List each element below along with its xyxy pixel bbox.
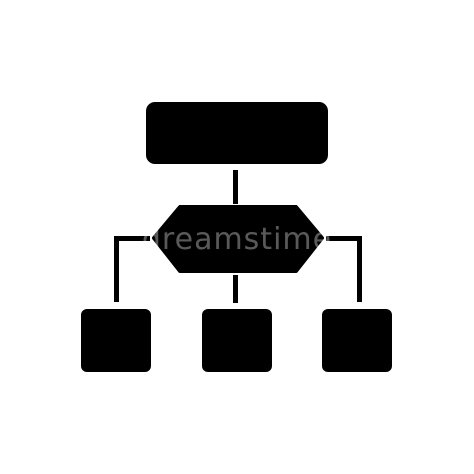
connector-top-to-decision — [233, 170, 238, 204]
connector-left-horizontal — [114, 236, 150, 241]
decision-hexagon — [152, 205, 324, 273]
connector-center-vertical — [233, 275, 238, 303]
connector-right-horizontal — [326, 236, 362, 241]
connector-left-vertical — [114, 236, 119, 302]
bottom-left-box — [81, 309, 151, 372]
watermark-text: dreamstime — [142, 222, 332, 257]
top-process-box — [146, 102, 328, 164]
bottom-right-box — [322, 309, 392, 372]
connector-right-vertical — [357, 236, 362, 302]
bottom-center-box — [202, 309, 272, 372]
